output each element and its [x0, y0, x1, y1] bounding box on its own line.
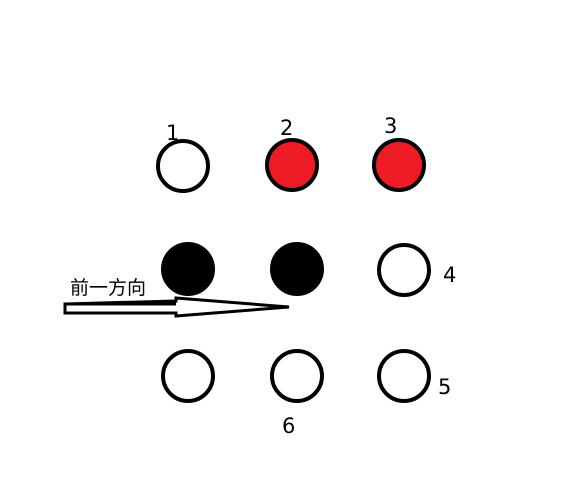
node-bottom-left	[161, 349, 215, 403]
direction-label: 前一方向	[70, 277, 146, 299]
label-5: 5	[438, 375, 451, 399]
node-middle-middle	[270, 242, 324, 296]
node-top-right	[372, 138, 426, 192]
node-top-left	[156, 139, 210, 193]
label-1: 1	[166, 121, 179, 145]
node-bottom-right	[377, 349, 431, 403]
node-bottom-middle	[270, 349, 324, 403]
label-3: 3	[384, 114, 397, 138]
label-4: 4	[443, 263, 456, 287]
node-top-middle	[265, 138, 319, 192]
direction-arrow	[63, 296, 290, 318]
label-2: 2	[280, 116, 293, 140]
label-6: 6	[282, 414, 295, 438]
node-middle-right	[377, 243, 431, 297]
node-middle-left	[161, 242, 215, 296]
